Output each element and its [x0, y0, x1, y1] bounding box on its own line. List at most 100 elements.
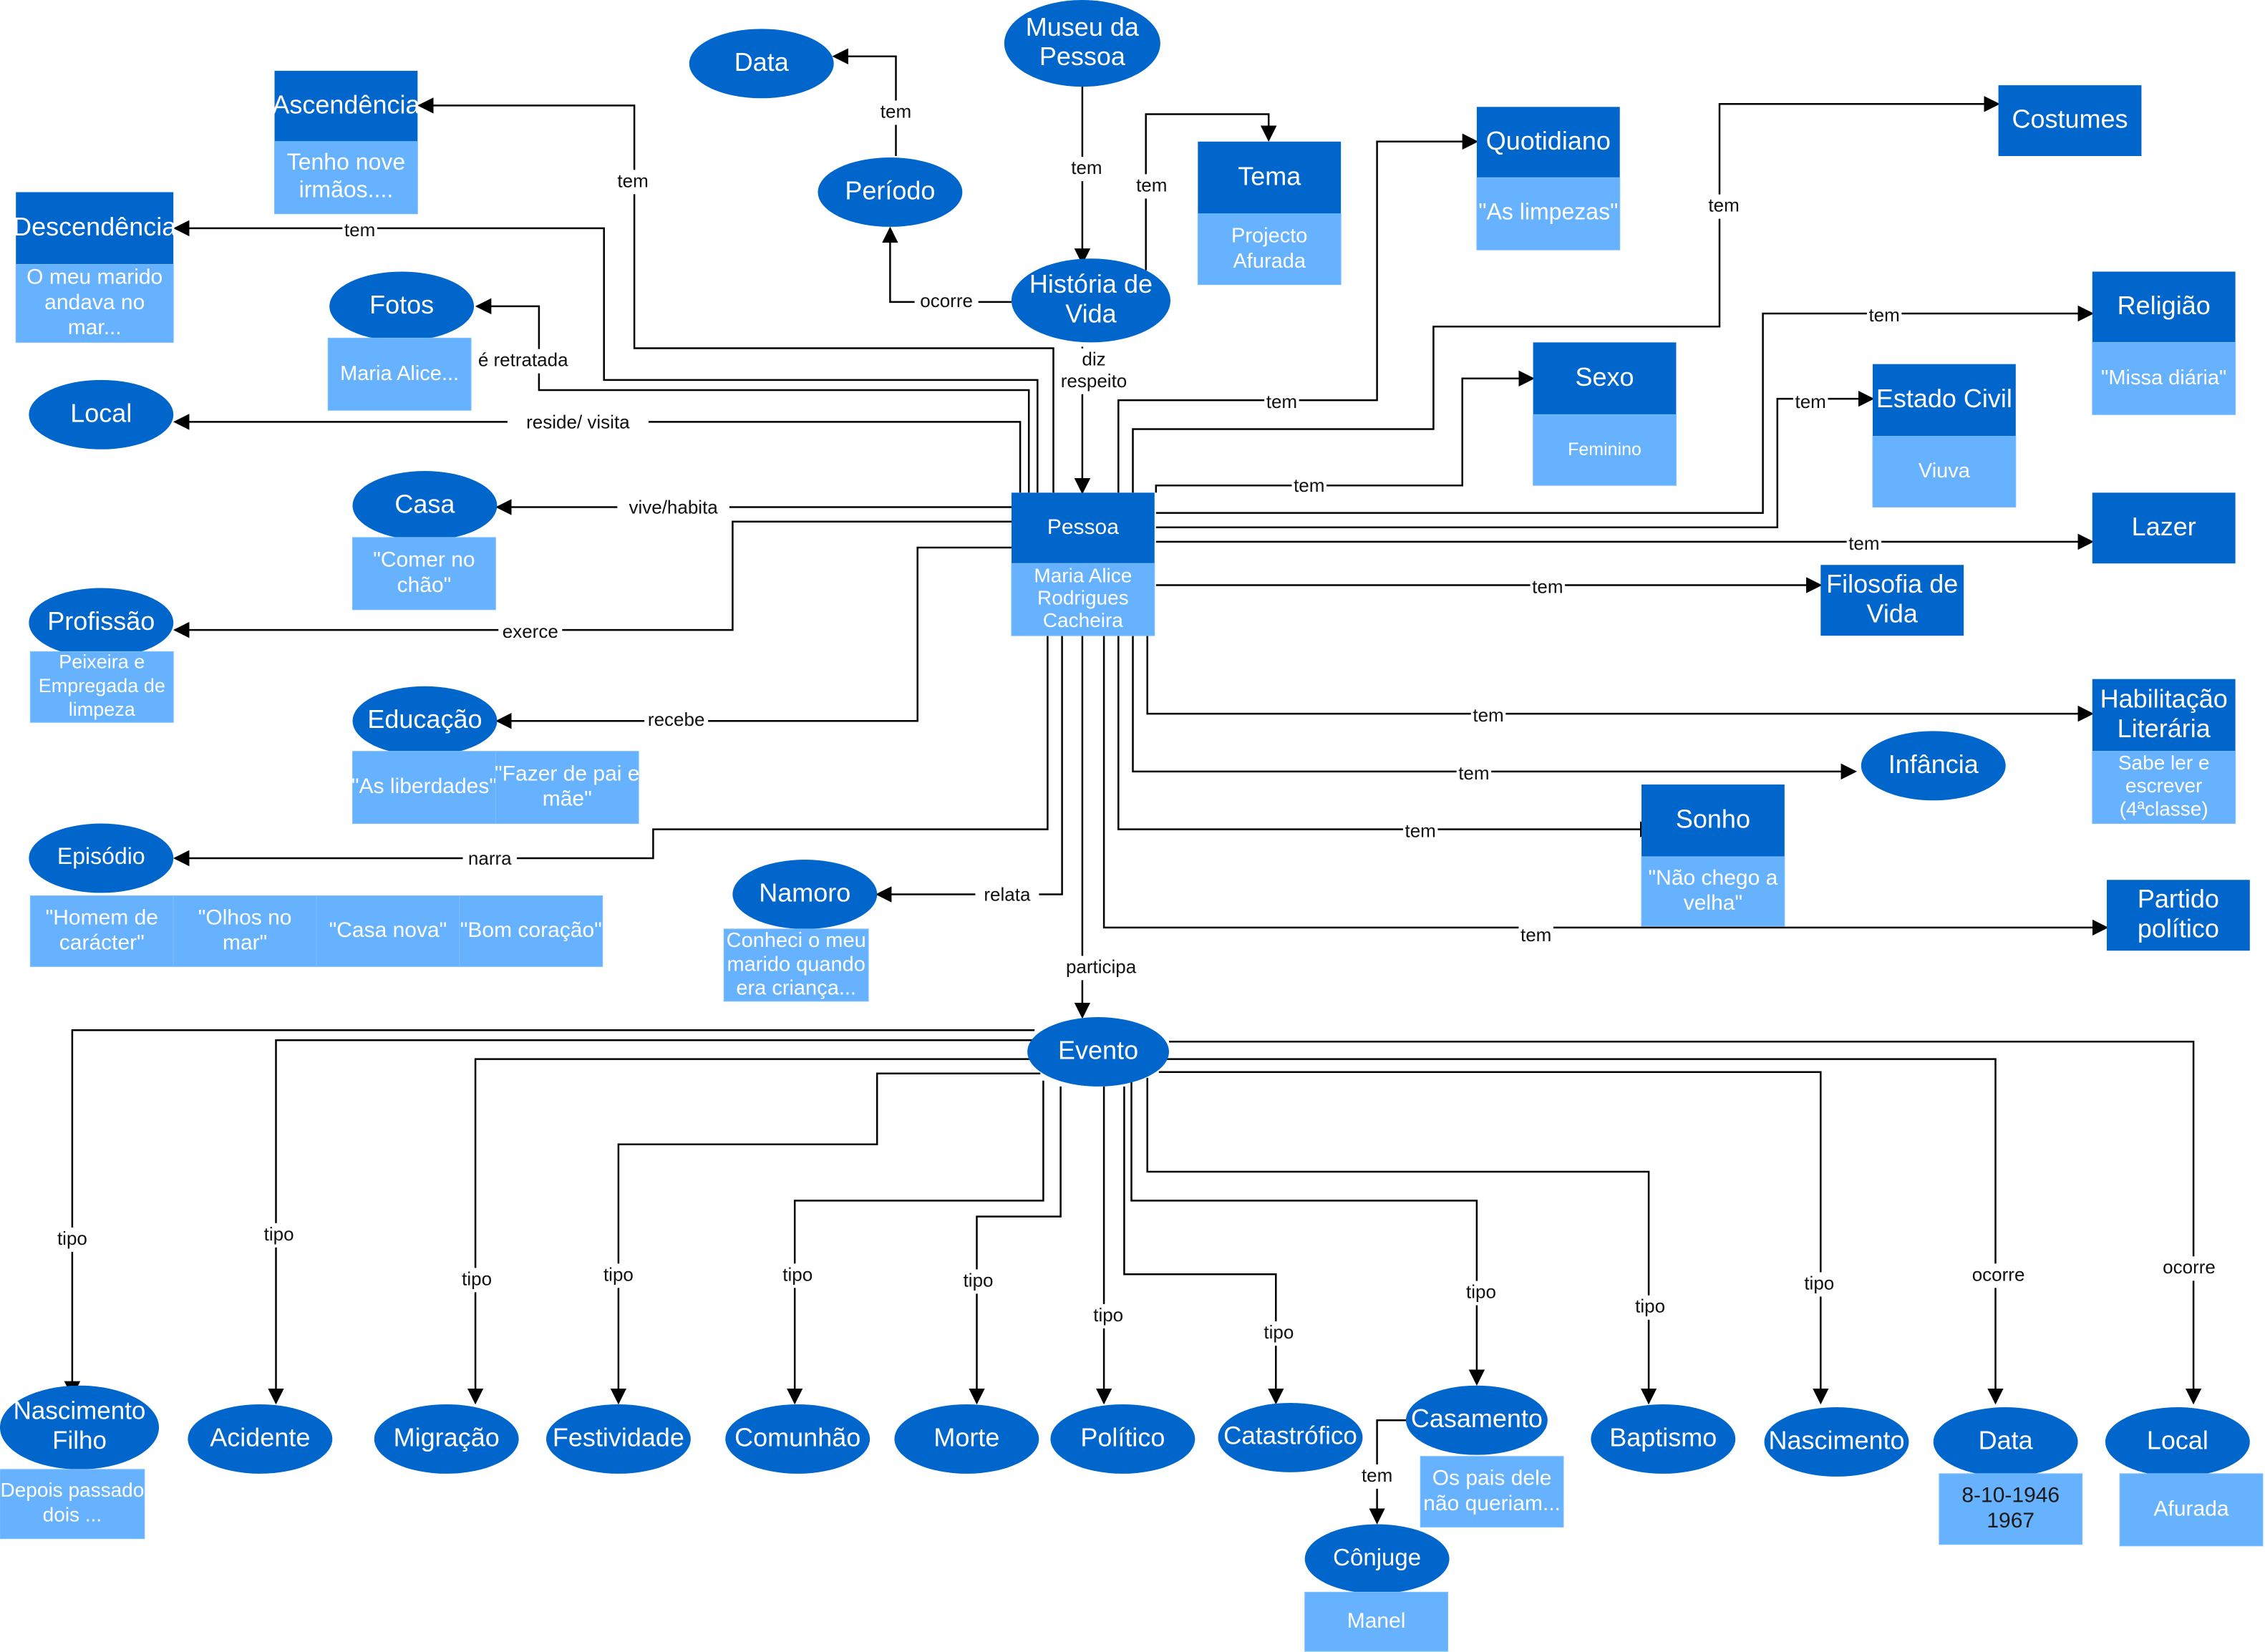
edge-religiao-label-bg [1866, 304, 1902, 329]
sonho-title: Sonho [1676, 804, 1750, 833]
migracao-node[interactable]: Migração [374, 1404, 519, 1474]
local-bottom-title-line: Local [2147, 1425, 2208, 1454]
sexo-node[interactable]: Sexo [1533, 342, 1677, 415]
conjuge-title: Cônjuge [1333, 1544, 1421, 1570]
estado-civil-node[interactable]: Estado Civil [1872, 364, 2016, 437]
periodo-node[interactable]: Período [818, 157, 963, 227]
fotos-node[interactable]: Fotos [329, 271, 475, 341]
descendencia-title-line: Descendência [13, 211, 177, 240]
edge-religiao-label: tem [1868, 304, 1899, 326]
evento-node[interactable]: Evento [1027, 1017, 1169, 1087]
edge-migracao-label: tipo [462, 1268, 492, 1289]
historia-ellipse [1011, 258, 1170, 343]
profissao-node[interactable]: Profissão [29, 588, 174, 658]
sonho-detail-line: "Não chego a [1649, 866, 1778, 890]
edge-museu-historia-label-line: tem [1071, 157, 1102, 178]
edge-sexo-label: tem [1294, 475, 1324, 496]
acidente-node[interactable]: Acidente [188, 1404, 333, 1474]
ascendencia-node[interactable]: Ascendência [272, 70, 420, 142]
baptismo-node[interactable]: Baptismo [1591, 1404, 1736, 1474]
edge-nascimento-filho: tipo [49, 1029, 1035, 1398]
edge-partido-label-line: tem [1520, 924, 1551, 946]
edge-educacao-line [495, 546, 1012, 729]
local-bottom-node[interactable]: Local [2105, 1407, 2250, 1477]
costumes-box [1998, 85, 2142, 156]
lazer-title-line: Lazer [2132, 511, 2196, 540]
lazer-node[interactable]: Lazer [2092, 492, 2236, 564]
costumes-node[interactable]: Costumes [1998, 85, 2142, 156]
episodio-detail-3-line: "Casa nova" [329, 918, 447, 942]
sonho-node[interactable]: Sonho [1641, 784, 1785, 857]
namoro-node[interactable]: Namoro [732, 860, 878, 929]
educacao-detail-box [495, 751, 639, 825]
edge-estado-civil-line [1155, 390, 1875, 529]
baptismo-title-line: Baptismo [1609, 1422, 1717, 1452]
conjuge-detail-text: Manel [1347, 1609, 1406, 1633]
morte-title-line: Morte [933, 1422, 999, 1452]
edge-baptismo-label-bg [1628, 1295, 1673, 1320]
fotos-detail-line: Maria Alice... [340, 361, 459, 384]
catastrofico-node[interactable]: Catastrófico [1218, 1402, 1363, 1472]
religiao-node[interactable]: Religião [2092, 271, 2236, 343]
fotos-title-line: Fotos [369, 289, 434, 319]
local-left-node[interactable]: Local [29, 379, 174, 450]
edge-nascimento-label-bg [1797, 1272, 1842, 1297]
edge-quotidiano-label-line: tem [1266, 391, 1297, 412]
edge-acidente-label: tipo [264, 1223, 294, 1245]
nascimento-title: Nascimento [1768, 1425, 1904, 1454]
edge-filosofia: tem [1155, 575, 1823, 601]
edge-costumes: tem [1132, 96, 2000, 493]
comunhao-ellipse [725, 1404, 870, 1474]
data-bottom-node[interactable]: Data [1933, 1407, 2078, 1477]
edge-casamento-label: tipo [1466, 1281, 1496, 1302]
edge-sexo-line [1155, 370, 1535, 493]
data-top-node[interactable]: Data [689, 29, 834, 99]
conjuge-node[interactable]: Cônjuge [1304, 1524, 1450, 1594]
descendencia-node[interactable]: Descendência [13, 192, 177, 265]
quotidiano-node[interactable]: Quotidiano [1476, 107, 1620, 178]
local-bottom-ellipse [2105, 1407, 2250, 1477]
edge-data-bottom: ocorre [1165, 1058, 2031, 1405]
edge-partido: tem [1102, 636, 2109, 948]
educacao-node[interactable]: Educação [352, 686, 498, 756]
edge-morte: tipo [956, 1086, 1062, 1405]
edge-festividade-label-bg [596, 1263, 641, 1288]
politico-node[interactable]: Político [1050, 1404, 1195, 1474]
tema-node[interactable]: Tema [1198, 141, 1342, 214]
edge-casa: vive/habita [495, 496, 1012, 521]
descendencia-title: Descendência [13, 211, 177, 240]
infancia-node[interactable]: Infância [1861, 731, 2006, 801]
casamento-node[interactable]: Casamento [1406, 1385, 1548, 1455]
casa-node[interactable]: Casa [352, 471, 498, 540]
edge-episodio-label-bg [462, 847, 518, 873]
edge-historia-periodo-label-bg [914, 289, 979, 314]
nascimento-node[interactable]: Nascimento [1764, 1407, 1909, 1477]
edge-nascimento-filho-label: tipo [57, 1228, 87, 1249]
festividade-node[interactable]: Festividade [545, 1404, 691, 1474]
namoro-detail-line: era criança... [736, 976, 856, 999]
episodio-detail-2-line: "Olhos no [198, 905, 292, 929]
educacao-title: Educação [367, 704, 482, 734]
edge-episodio: narra [173, 636, 1049, 873]
edge-casamento: tipo [1130, 1082, 1503, 1386]
tema-box [1198, 141, 1342, 214]
comunhao-node[interactable]: Comunhão [725, 1404, 870, 1474]
pessoa-node[interactable]: Pessoa [1011, 492, 1155, 564]
episodio-node[interactable]: Episódio [29, 823, 174, 893]
festividade-title: Festividade [553, 1422, 684, 1452]
local-bottom-detail-line: Afurada [2154, 1497, 2229, 1520]
morte-node[interactable]: Morte [894, 1404, 1039, 1474]
